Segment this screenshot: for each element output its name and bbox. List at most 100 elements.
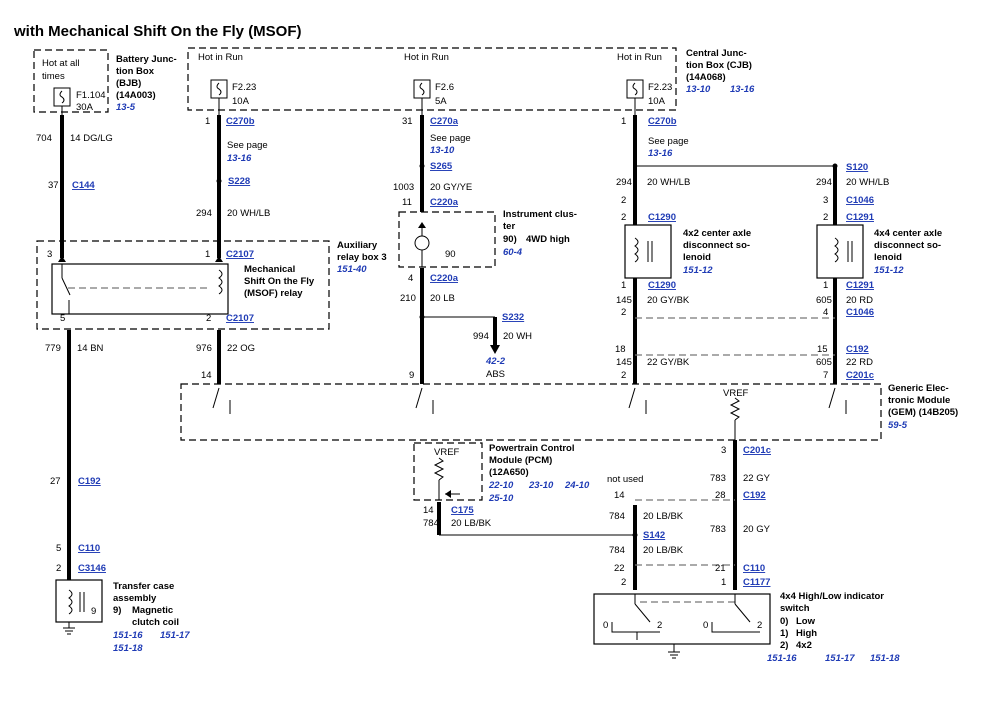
connector-c110-2[interactable]: C110	[743, 563, 765, 574]
circuit-784-c: 784	[609, 545, 625, 556]
pin-relay-1: 1	[205, 249, 210, 260]
pin-c110-21: 21	[715, 563, 726, 574]
circuit-783-a: 783	[710, 473, 726, 484]
connector-c1046-1[interactable]: C1046	[846, 195, 874, 206]
pin-c192-18: 18	[615, 344, 626, 355]
switch-link-2[interactable]: 151-17	[825, 653, 855, 664]
switch-state-2-label: 4x2	[796, 640, 812, 651]
transfer-link-1[interactable]: 151-16	[113, 630, 143, 641]
sol4x4-name-2: disconnect so-	[874, 240, 941, 251]
abs-label: ABS	[486, 369, 505, 380]
connector-c175[interactable]: C175	[451, 505, 474, 516]
sol4x2-link[interactable]: 151-12	[683, 265, 713, 276]
splice-s228[interactable]: S228	[228, 176, 250, 187]
pin-c1046-2: 2	[621, 195, 626, 206]
connector-c220a-2[interactable]: C220a	[430, 273, 459, 284]
cluster-link[interactable]: 60-4	[503, 247, 523, 258]
cjb-link-2[interactable]: 13-16	[730, 84, 755, 95]
circuit-784-a: 784	[423, 518, 439, 529]
switch-link-3[interactable]: 151-18	[870, 653, 900, 664]
wire-294-a: 20 WH/LB	[227, 208, 270, 219]
gem-link[interactable]: 59-5	[888, 420, 908, 431]
cluster-name-2: ter	[503, 221, 515, 232]
wire-294-b: 20 WH/LB	[647, 177, 690, 188]
connector-c1177[interactable]: C1177	[743, 577, 770, 588]
switch-link-1[interactable]: 151-16	[767, 653, 797, 664]
connector-c270b-2[interactable]: C270b	[648, 116, 677, 127]
connector-labels: C270b C270a C270b C144 S228 S265 C220a C…	[72, 116, 875, 588]
connector-c192-2[interactable]: C192	[78, 476, 101, 487]
transfer-link-2[interactable]: 151-17	[160, 630, 190, 641]
see-page-2-link[interactable]: 13-10	[430, 145, 455, 156]
cjb-fuse-1-amps: 10A	[232, 96, 250, 107]
pin-c110-22: 22	[614, 563, 625, 574]
pcm-link-4[interactable]: 25-10	[488, 493, 514, 504]
switch-name-2: switch	[780, 603, 810, 614]
pin-c1046-4: 4	[823, 307, 828, 318]
circuit-704: 704	[36, 133, 52, 144]
connector-c144[interactable]: C144	[72, 180, 95, 191]
connector-c1290-2[interactable]: C1290	[648, 280, 676, 291]
wire-294-c: 20 WH/LB	[846, 177, 889, 188]
wire-994: 20 WH	[503, 331, 532, 342]
connector-c2107-1[interactable]: C2107	[226, 249, 254, 260]
bjb-hot-label-1: Hot at all	[42, 58, 80, 69]
connector-c1290-1[interactable]: C1290	[648, 212, 676, 223]
see-page-1-link[interactable]: 13-16	[227, 153, 252, 164]
wires	[60, 98, 837, 590]
pin-37: 37	[48, 180, 59, 191]
splice-s142[interactable]: S142	[643, 530, 665, 541]
circuit-605-a: 605	[816, 295, 832, 306]
pcm-link-3[interactable]: 24-10	[564, 480, 590, 491]
pin-c175-14: 14	[423, 505, 434, 516]
cjb-link-1[interactable]: 13-10	[686, 84, 711, 95]
relay-link[interactable]: 151-40	[337, 264, 367, 275]
connector-c2107-2[interactable]: C2107	[226, 313, 254, 324]
connector-c270a[interactable]: C270a	[430, 116, 459, 127]
connector-c201c-2[interactable]: C201c	[743, 445, 771, 456]
connector-c1291-1[interactable]: C1291	[846, 212, 875, 223]
wire-145-a: 20 GY/BK	[647, 295, 690, 306]
connector-c1046-2[interactable]: C1046	[846, 307, 874, 318]
wire-210: 20 LB	[430, 293, 455, 304]
pcm-link-1[interactable]: 22-10	[488, 480, 514, 491]
pcm-name-1: Powertrain Control	[489, 443, 575, 454]
gem-name-3: (GEM) (14B205)	[888, 407, 958, 418]
sol4x4-link[interactable]: 151-12	[874, 265, 904, 276]
splice-s232[interactable]: S232	[502, 312, 524, 323]
connector-c192-1[interactable]: C192	[846, 344, 869, 355]
wire-779: 14 BN	[77, 343, 104, 354]
bjb-name-3: (BJB)	[116, 78, 141, 89]
connector-c270b-1[interactable]: C270b	[226, 116, 255, 127]
splice-s120[interactable]: S120	[846, 162, 868, 173]
cjb-name-3: (14A068)	[686, 72, 726, 83]
pcm-name-2: Module (PCM)	[489, 455, 552, 466]
circuit-labels: 704 14 DG/LG See page 13-10 See page 13-…	[36, 133, 889, 556]
pin-c1291-2: 2	[823, 212, 828, 223]
connector-c1291-2[interactable]: C1291	[846, 280, 875, 291]
pin-c201c-2: 2	[621, 370, 626, 381]
pcm-link-2[interactable]: 23-10	[528, 480, 554, 491]
splice-s265[interactable]: S265	[430, 161, 453, 172]
connector-c3146[interactable]: C3146	[78, 563, 106, 574]
transfer-pin-number: 9	[91, 606, 96, 617]
pin-c220a-4: 4	[408, 273, 413, 284]
central-junction-box: Hot in Run Hot in Run Hot in Run F2.23 1…	[187, 47, 755, 111]
not-used-label: not used	[607, 474, 643, 485]
switch-state-0-label: Low	[796, 616, 816, 627]
circuit-605-b: 605	[816, 357, 832, 368]
abs-link[interactable]: 42-2	[485, 356, 506, 367]
transfer-link-3[interactable]: 151-18	[113, 643, 143, 654]
bjb-link[interactable]: 13-5	[116, 102, 136, 113]
pin-relay-2: 2	[206, 313, 211, 324]
connector-c192-3[interactable]: C192	[743, 490, 766, 501]
pin-c1177-2a: 2	[621, 577, 626, 588]
gem-name-2: tronic Module	[888, 395, 950, 406]
connector-c220a-1[interactable]: C220a	[430, 197, 459, 208]
connector-c110-1[interactable]: C110	[78, 543, 100, 554]
sol4x2-name-3: lenoid	[683, 252, 711, 263]
wire-976: 22 OG	[227, 343, 255, 354]
see-page-3-link[interactable]: 13-16	[648, 148, 673, 159]
connector-c201c-1[interactable]: C201c	[846, 370, 874, 381]
pin-c1291-1: 1	[823, 280, 828, 291]
